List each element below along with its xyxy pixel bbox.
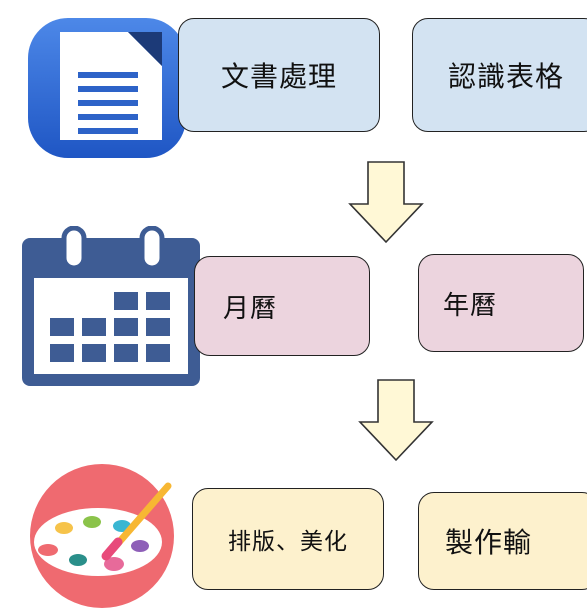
box-yearly-calendar: 年曆 [418, 254, 584, 352]
calendar-icon [20, 225, 202, 388]
box-layout-beautify-label: 排版、美化 [228, 529, 348, 555]
box-monthly-calendar: 月曆 [194, 256, 370, 356]
box-yearly-calendar-label: 年曆 [443, 290, 498, 321]
box-monthly-calendar-label: 月曆 [223, 293, 278, 324]
box-understand-tables: 認識表格 [412, 18, 587, 132]
box-understand-tables-label: 認識表格 [447, 60, 564, 93]
down-arrow-1 [346, 160, 426, 244]
document-writer-icon [24, 10, 190, 162]
paint-palette-icon [18, 462, 184, 608]
box-make-output: 製作輸 [418, 492, 587, 590]
box-make-output-label: 製作輸 [445, 526, 533, 559]
down-arrow-2 [356, 378, 436, 462]
box-word-processing: 文書處理 [178, 18, 380, 132]
box-word-processing-label: 文書處理 [220, 60, 337, 93]
box-layout-beautify: 排版、美化 [192, 488, 384, 590]
